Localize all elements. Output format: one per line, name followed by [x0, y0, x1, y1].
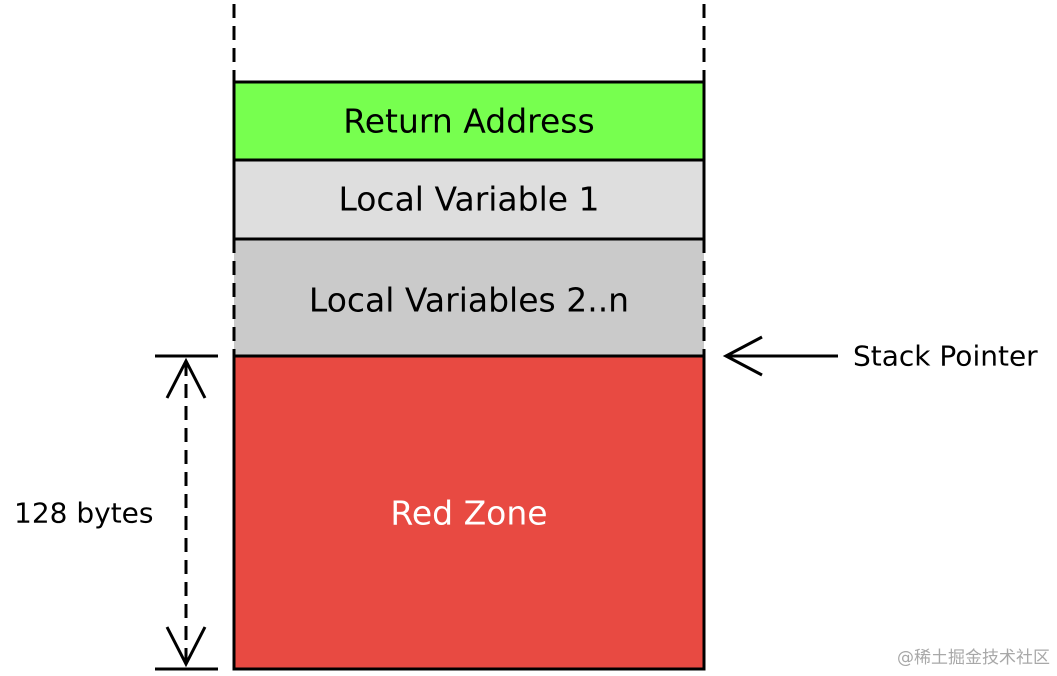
- watermark-text: @稀土掘金技术社区: [897, 648, 1050, 668]
- red-zone-size-indicator: [155, 354, 218, 671]
- local-variables-2n-label: Local Variables 2..n: [309, 281, 629, 320]
- return-address-label: Return Address: [343, 102, 594, 141]
- red-zone-label: Red Zone: [390, 494, 547, 533]
- local-variable-1-block: Local Variable 1: [232, 158, 706, 241]
- stack-pointer-arrow-icon: [722, 335, 838, 377]
- red-zone-block: Red Zone: [232, 354, 706, 671]
- return-address-block: Return Address: [232, 80, 706, 162]
- red-zone-size-label: 128 bytes: [14, 497, 153, 530]
- local-variables-2n-block: Local Variables 2..n: [232, 237, 706, 356]
- arrow-up-icon: [165, 357, 207, 399]
- local-variable-1-label: Local Variable 1: [338, 180, 599, 219]
- arrow-down-icon: [165, 626, 207, 668]
- stack-pointer-label: Stack Pointer: [853, 340, 1038, 373]
